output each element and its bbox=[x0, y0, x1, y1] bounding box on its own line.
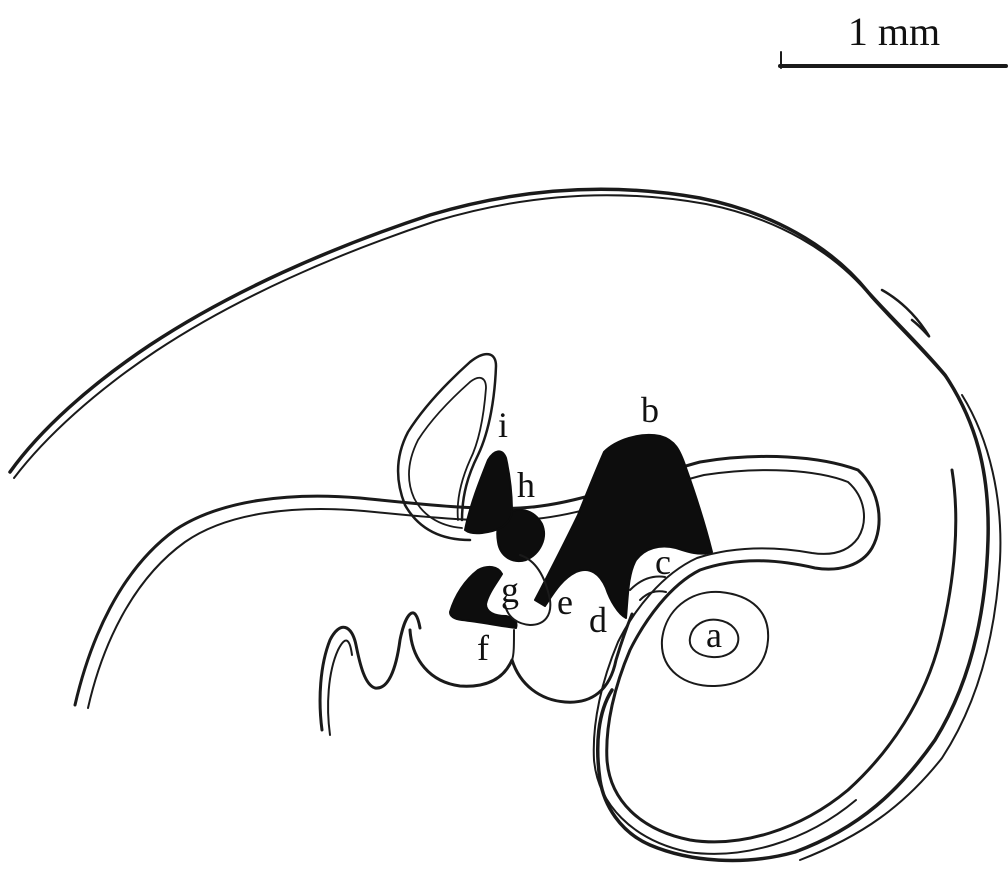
label-c: c bbox=[655, 542, 671, 582]
scale-bar-label: 1 mm bbox=[848, 9, 940, 54]
label-e: e bbox=[557, 582, 573, 622]
label-a: a bbox=[706, 615, 722, 655]
label-i: i bbox=[498, 405, 508, 445]
label-f: f bbox=[477, 628, 489, 668]
label-b: b bbox=[641, 390, 659, 430]
label-d: d bbox=[589, 600, 607, 640]
label-g: g bbox=[501, 570, 519, 610]
label-h: h bbox=[517, 465, 535, 505]
left-wavy-process bbox=[320, 613, 420, 735]
filled-structures bbox=[450, 435, 712, 628]
structure-i-filled bbox=[465, 451, 512, 533]
scale-bar: 1 mm bbox=[780, 9, 1006, 68]
